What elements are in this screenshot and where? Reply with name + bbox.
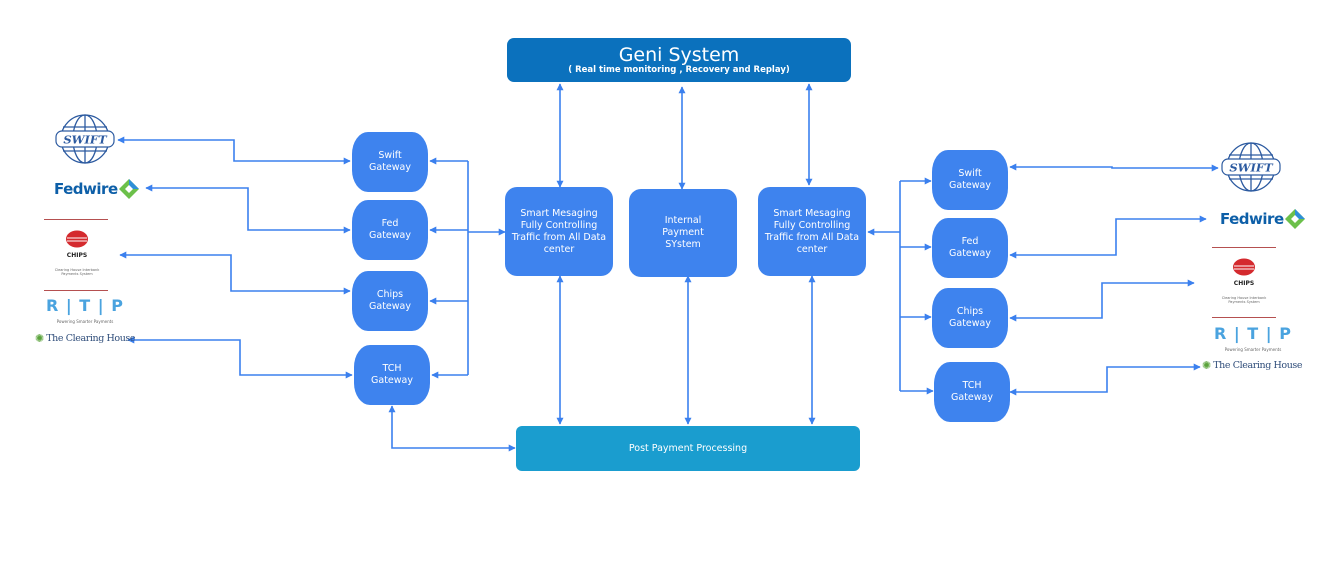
divider	[44, 219, 108, 220]
svg-text:SWIFT: SWIFT	[1229, 161, 1274, 175]
divider	[1212, 247, 1276, 248]
tch-logo-left: ✺ The Clearing House	[35, 332, 136, 345]
chips-caption: Clearing House Interbank Payments System	[1221, 296, 1267, 304]
rtp-tagline: Powering Smarter Payments	[56, 319, 114, 324]
right-fed-gateway[interactable]: Fed Gateway	[932, 218, 1008, 278]
left-chips-gateway[interactable]: Chips Gateway	[352, 271, 428, 331]
chips-caption: Clearing House Interbank Payments System	[54, 268, 100, 276]
geni-subtitle: ( Real time monitoring , Recovery and Re…	[568, 64, 790, 75]
geni-title: Geni System	[618, 43, 740, 66]
gateway-name: Chips	[956, 306, 984, 317]
tch-logo-right: ✺ The Clearing House	[1202, 359, 1303, 372]
gateway-name: TCH	[382, 363, 402, 374]
post-payment-label: Post Payment Processing	[628, 443, 748, 454]
fedwire-diamond-icon	[1284, 209, 1305, 229]
gateway-name: Swift	[958, 168, 982, 179]
wire-fedwire-left	[145, 184, 351, 234]
left-swift-gateway[interactable]: Swift Gateway	[352, 132, 428, 192]
smart-messaging-left-box[interactable]: Smart Mesaging Fully Controlling Traffic…	[505, 187, 613, 276]
right-chips-gateway[interactable]: Chips Gateway	[932, 288, 1008, 348]
gateway-name: Chips	[376, 289, 404, 300]
smart-messaging-right-box[interactable]: Smart Mesaging Fully Controlling Traffic…	[758, 187, 866, 276]
wire-chips-right	[1009, 279, 1195, 322]
chips-wordmark: CHIPS	[66, 252, 88, 259]
tch-wordmark: The Clearing House	[1213, 360, 1303, 371]
right-swift-gateway[interactable]: Swift Gateway	[932, 150, 1008, 210]
wire-swift-right	[1009, 163, 1219, 172]
right-tch-gateway[interactable]: TCH Gateway	[934, 362, 1010, 422]
internal-payment-label: Internal Payment SYstem	[662, 215, 704, 250]
wire-chips-left	[119, 251, 351, 295]
chips-emblem-icon	[66, 230, 88, 248]
tch-starburst-icon: ✺	[1202, 359, 1212, 372]
divider	[1212, 317, 1276, 318]
tch-starburst-icon: ✺	[35, 332, 45, 345]
gateway-name: Swift	[378, 150, 402, 161]
gateway-type: Gateway	[369, 230, 411, 241]
fedwire-logo-right: Fedwire	[1220, 208, 1306, 230]
divider	[44, 290, 108, 291]
gateway-name: Fed	[961, 236, 979, 247]
gateway-type: Gateway	[951, 392, 993, 403]
rtp-tagline: Powering Smarter Payments	[1224, 347, 1282, 352]
fedwire-wordmark: Fedwire	[54, 180, 118, 198]
fedwire-logo-left: Fedwire	[54, 178, 140, 200]
rtp-wordmark: R | T | P	[46, 296, 124, 315]
chips-wordmark: CHIPS	[1233, 280, 1255, 287]
wire-tch-right	[1009, 363, 1201, 396]
post-payment-processing-box[interactable]: Post Payment Processing	[516, 426, 860, 471]
gateway-name: Fed	[381, 218, 399, 229]
chips-emblem-icon	[1233, 258, 1255, 276]
swift-logo-right: SWIFT	[1220, 141, 1282, 197]
swift-logo-left: SWIFT	[54, 113, 116, 169]
gateway-name: TCH	[962, 380, 982, 391]
swift-globe-icon: SWIFT	[55, 114, 115, 164]
gateway-type: Gateway	[369, 162, 411, 173]
svg-text:SWIFT: SWIFT	[63, 133, 108, 147]
geni-system-box[interactable]: Geni System ( Real time monitoring , Rec…	[507, 38, 851, 82]
wire-fedwire-right	[1009, 215, 1207, 259]
fedwire-diamond-icon	[118, 179, 139, 199]
gateway-type: Gateway	[949, 180, 991, 191]
gateway-type: Gateway	[949, 248, 991, 259]
wire-tch-post	[388, 405, 516, 452]
rtp-wordmark: R | T | P	[1214, 324, 1292, 343]
tch-wordmark: The Clearing House	[46, 333, 136, 344]
gateway-type: Gateway	[369, 301, 411, 312]
left-tch-gateway[interactable]: TCH Gateway	[354, 345, 430, 405]
gateway-type: Gateway	[949, 318, 991, 329]
chips-logo-left: CHIPS Clearing House Interbank Payments …	[53, 230, 101, 276]
rtp-logo-left: R | T | P Powering Smarter Payments	[46, 296, 124, 324]
chips-logo-right: CHIPS Clearing House Interbank Payments …	[1220, 258, 1268, 304]
swift-globe-icon: SWIFT	[1221, 142, 1281, 192]
smart-messaging-right-label: Smart Mesaging Fully Controlling Traffic…	[764, 207, 860, 255]
wire-swift-left	[117, 136, 351, 165]
internal-payment-system-box[interactable]: Internal Payment SYstem	[629, 189, 737, 277]
left-fed-gateway[interactable]: Fed Gateway	[352, 200, 428, 260]
wire-tch-left	[127, 336, 353, 379]
fedwire-wordmark: Fedwire	[1220, 210, 1284, 228]
smart-messaging-left-label: Smart Mesaging Fully Controlling Traffic…	[511, 207, 607, 255]
gateway-type: Gateway	[371, 375, 413, 386]
rtp-logo-right: R | T | P Powering Smarter Payments	[1214, 324, 1292, 352]
